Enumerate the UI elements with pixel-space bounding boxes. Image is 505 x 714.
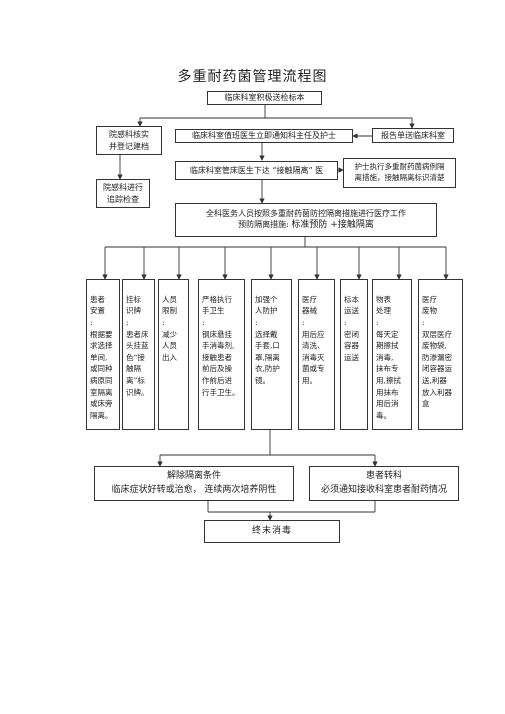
report-dept-box: 报告单送临床科室 xyxy=(372,128,454,143)
measure-sign: 挂标 识牌 ; 患者床 头挂蓝 色“接 触隔 离”标 识牌。 xyxy=(122,279,155,430)
patient-transfer-box: 患者转科 必须通知接收科室患者耐药情况 xyxy=(309,466,459,501)
infection-dept-verify-box: 院感科核实 并登记建档 xyxy=(96,126,162,155)
all-staff-line2-prefix: 预防隔离措施: xyxy=(238,220,289,230)
lab-report-box: 临床科室积极送检标本 xyxy=(207,91,322,105)
lab-report-text: 临床科室积极送检标本 xyxy=(224,93,305,103)
infection-track-text: 院感科进行 追踪检查 xyxy=(103,182,143,204)
measure-medical-waste: 医疗 废物 : 双层医疗 废物袋, 防渗漏密 闭容器运 送,利器 放入利器 盒 xyxy=(418,279,463,430)
measure-specimen-transport: 标本 运送 : 密闭 容器 运送 xyxy=(340,279,368,430)
release-isolation-desc: 临床症状好转或治愈， 连续两次培养阴性 xyxy=(111,484,277,495)
all-staff-line1: 全科医务人员按照多重耐药菌防控隔离措施进行医疗工作 xyxy=(206,208,406,218)
measure-restrict-personnel: 人员 限制 : 减少 人员 出入 xyxy=(158,279,189,430)
measure-personal-protection: 加强个 人防护 : 选择戴 手套,口 罩,隔离 衣,防护 镜。 xyxy=(251,279,292,430)
patient-transfer-title: 患者转科 xyxy=(365,471,402,482)
final-disinfection-box: 终末消毒 xyxy=(204,520,340,543)
final-disinfection-text: 终末消毒 xyxy=(251,525,292,536)
infection-track-box: 院感科进行 追踪检查 xyxy=(96,179,150,208)
release-isolation-title: 解除隔离条件 xyxy=(166,471,221,482)
release-isolation-box: 解除隔离条件 临床症状好转或治愈， 连续两次培养阴性 xyxy=(94,466,294,501)
all-staff-line2-main: 标准预防 +接触隔离 xyxy=(291,220,374,231)
doctor-order-text: 临床科室管床医生下达 “接触隔离” 医 xyxy=(189,165,324,175)
nurse-execute-text: 护士执行多重耐药菌病例隔 离措施，接触隔离标识清楚 xyxy=(354,162,445,182)
report-dept-text: 报告单送临床科室 xyxy=(381,130,445,140)
measure-hand-hygiene: 严格执行 手卫生 : 钢床悬挂 手消毒剂, 接触患者 前后及操 作前后进 行手卫… xyxy=(198,279,245,430)
notify-director-box: 临床科室值班医生立即通知科主任及护士 xyxy=(175,129,353,143)
doctor-order-box: 临床科室管床医生下达 “接触隔离” 医 xyxy=(175,161,338,180)
patient-transfer-desc: 必须通知接收科室患者耐药情况 xyxy=(320,484,447,495)
infection-dept-verify-text: 院感科核实 并登记建档 xyxy=(109,129,149,151)
measure-surface-cleaning: 物表 处理 : 每天定 期擦拭 消毒, 抹布专 用,擦拭 用抹布 用后消 毒。 xyxy=(372,279,412,430)
nurse-execute-box: 护士执行多重耐药菌病例隔 离措施，接触隔离标识清楚 xyxy=(343,158,456,188)
all-staff-line2: 预防隔离措施: 标准预防 +接触隔离 xyxy=(238,219,374,232)
measure-medical-devices: 医疗 器械 : 用后应 清洗、 消毒灭 菌或专 用。 xyxy=(298,279,335,430)
page-title: 多重耐药菌管理流程图 xyxy=(177,69,328,85)
measure-patient-placement: 患者 安置 : 根据要 求选择 单间, 或同种 病原同 室隔离 或床旁 隔离。 xyxy=(86,279,120,430)
notify-director-text: 临床科室值班医生立即通知科主任及护士 xyxy=(192,131,336,141)
all-staff-box: 全科医务人员按照多重耐药菌防控隔离措施进行医疗工作 预防隔离措施: 标准预防 +… xyxy=(175,203,437,237)
